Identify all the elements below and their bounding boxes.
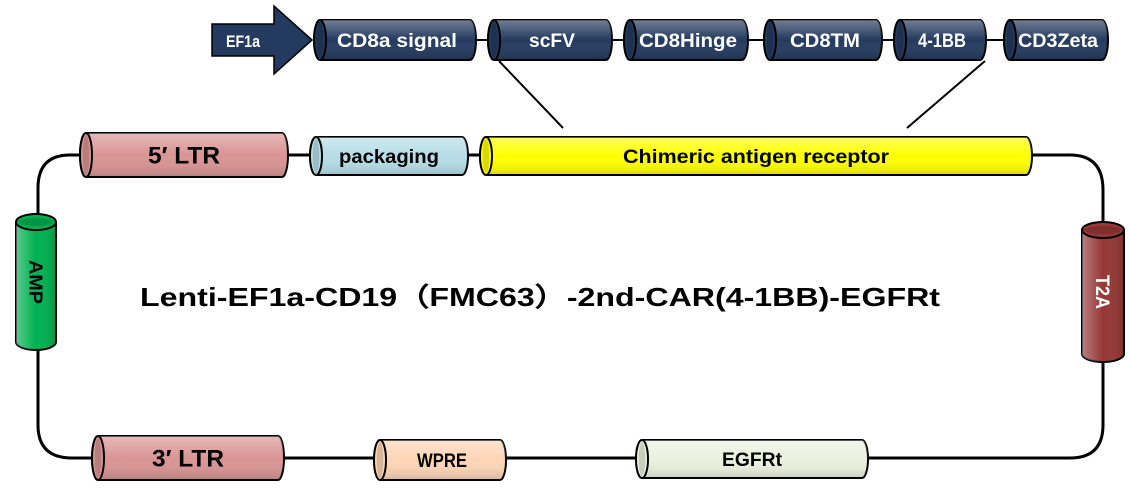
car-domain-cd8tm-label: CD8TM bbox=[790, 31, 860, 52]
car-cylinder: Chimeric antigen receptor bbox=[479, 136, 1033, 176]
car-domain-cd8hinge: CD8Hinge bbox=[623, 19, 749, 61]
ltr3-label: 3′ LTR bbox=[152, 446, 224, 473]
egfrt-cylinder: EGFRt bbox=[635, 439, 869, 479]
car-domain-scfv-label: scFV bbox=[529, 31, 575, 52]
ltr5-label: 5′ LTR bbox=[148, 143, 220, 170]
ef1a-label: EF1a bbox=[226, 32, 260, 51]
car-domain-cd8tm: CD8TM bbox=[763, 19, 883, 61]
car-domain-cd8a-signal-label: CD8a signal bbox=[337, 31, 457, 52]
car-domain-4-1bb-label: 4-1BB bbox=[918, 31, 966, 52]
car-domain-cd3zeta-label: CD3Zeta bbox=[1018, 31, 1098, 52]
car-domain-cd8hinge-label: CD8Hinge bbox=[639, 31, 737, 52]
amp-label: AMP bbox=[26, 260, 46, 304]
car-domains: CD8a signal scFV CD8Hinge CD8TM 4-1BB CD3Zeta bbox=[313, 19, 1109, 61]
packaging-cylinder: packaging bbox=[309, 136, 469, 176]
car-domain-cd8a-signal: CD8a signal bbox=[313, 19, 477, 61]
t2a-label: T2A bbox=[1091, 275, 1112, 309]
wpre-label: WPRE bbox=[417, 451, 467, 472]
t2a-cylinder: T2A bbox=[1081, 221, 1125, 363]
ef1a-promoter-arrow: EF1a bbox=[211, 4, 314, 76]
car-label: Chimeric antigen receptor bbox=[623, 147, 890, 168]
packaging-label: packaging bbox=[339, 147, 439, 168]
zoom-lines bbox=[498, 60, 986, 129]
plasmid-title: Lenti-EF1a-CD19（FMC63）-2nd-CAR(4-1BB)-EG… bbox=[140, 282, 940, 312]
ltr5-cylinder: 5′ LTR bbox=[79, 132, 289, 178]
car-domain-cd3zeta: CD3Zeta bbox=[1003, 19, 1109, 61]
car-domain-scfv: scFV bbox=[487, 19, 613, 61]
ltr3-cylinder: 3′ LTR bbox=[91, 435, 285, 481]
amp-cylinder: AMP bbox=[15, 213, 57, 351]
car-domain-4-1bb: 4-1BB bbox=[893, 19, 987, 61]
egfrt-label: EGFRt bbox=[722, 450, 783, 471]
wpre-cylinder: WPRE bbox=[373, 439, 507, 481]
